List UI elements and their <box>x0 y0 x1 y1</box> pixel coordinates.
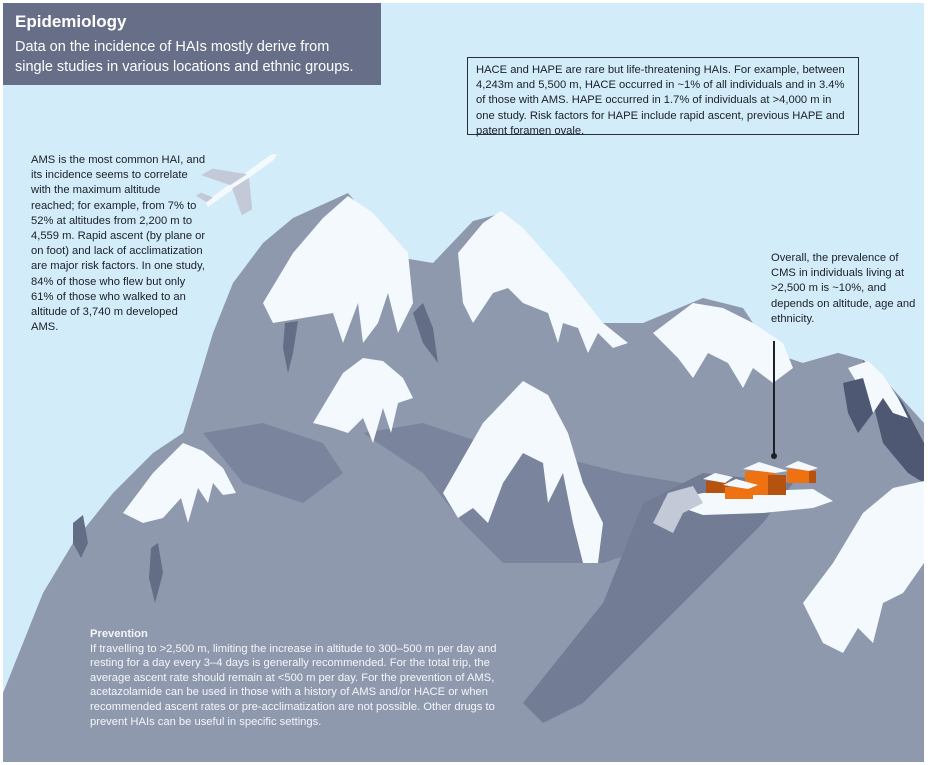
snow-peak-2 <box>458 211 628 353</box>
snow-peak-3 <box>313 358 413 443</box>
cms-callout-line <box>773 341 775 456</box>
crevasse-2 <box>413 303 438 363</box>
airplane-icon <box>195 154 277 216</box>
prevention-body: If travelling to >2,500 m, limiting the … <box>90 642 497 728</box>
cms-annotation: Overall, the prevalence of CMS in indivi… <box>771 252 916 325</box>
crevasse-4 <box>73 515 88 558</box>
cms-callout-dot <box>770 453 777 459</box>
ams-annotation: AMS is the most common HAI, and its inci… <box>31 154 206 334</box>
infographic-canvas: Epidemiology Data on the incidence of HA… <box>3 3 924 762</box>
mountain-illustration <box>3 154 924 762</box>
snow-peak-6 <box>653 303 793 388</box>
hace-hape-annotation: HACE and HAPE are rare but life-threaten… <box>467 57 859 137</box>
valley-shadow <box>523 473 793 723</box>
snow-peak-1 <box>263 196 413 343</box>
snow-peak-5 <box>123 443 236 523</box>
snow-ledge <box>663 489 833 515</box>
page-subtitle: Data on the incidence of HAIs mostly der… <box>15 39 354 75</box>
crevasse-1 <box>283 321 298 373</box>
left-shadow <box>203 423 343 503</box>
crevasse-5 <box>843 378 873 433</box>
crevasse-3 <box>149 543 163 603</box>
prevention-section: Prevention If travelling to >2,500 m, li… <box>90 627 520 729</box>
snow-slope-right <box>803 481 924 653</box>
page-title: Epidemiology <box>15 12 127 31</box>
rock-outcrop <box>653 486 703 533</box>
village-huts <box>703 461 818 499</box>
snow-peak-4 <box>443 381 603 563</box>
snow-peak-7 <box>848 361 908 418</box>
prevention-heading: Prevention <box>90 628 148 640</box>
title-box: Epidemiology Data on the incidence of HA… <box>3 3 381 85</box>
